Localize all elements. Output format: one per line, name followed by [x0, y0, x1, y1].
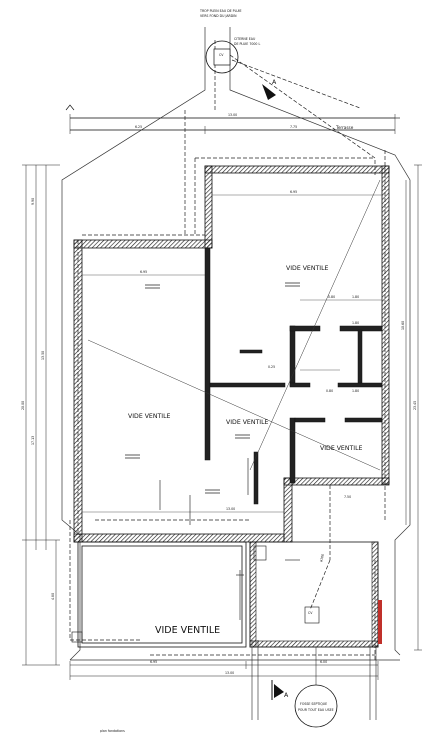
- north-arrow: [65, 104, 75, 111]
- walls-lower-thick: [249, 541, 379, 648]
- cistern-cv: CV: [219, 53, 224, 57]
- label-vide-ventile-center: VIDE VENTILE: [226, 419, 269, 426]
- dim-bottom-left: 6.95: [150, 660, 157, 664]
- dim-bottom-total: 13.00: [225, 671, 234, 675]
- dim-small-7: 0.25: [268, 365, 275, 369]
- section-marker-top: A: [272, 79, 277, 86]
- dim-left-upper: 9.90: [31, 198, 35, 205]
- pipe-label: ø100: [319, 553, 325, 562]
- septic-tank: [294, 647, 338, 728]
- north-note-2: VERS FOND DU JARDIN: [200, 14, 237, 18]
- roof-label: Terrasse: [335, 125, 354, 130]
- section-arrow-bottom: [274, 684, 284, 698]
- fixtures: [71, 458, 320, 643]
- section-diagonals: [87, 179, 381, 471]
- dim-small-3: 1.80: [352, 389, 359, 393]
- top-dimension-lines: [69, 114, 396, 134]
- dim-left-bottom: 4.80: [51, 593, 55, 600]
- drainage-lines: [69, 40, 386, 660]
- flow-arrows: [125, 282, 300, 494]
- dim-inner-top: 6.95: [290, 190, 297, 194]
- label-vide-ventile-left: VIDE VENTILE: [128, 413, 171, 420]
- dim-left-main: 17.13: [31, 436, 35, 445]
- bottom-dimension-lines: [69, 661, 379, 680]
- label-vide-ventile-top-right: VIDE VENTILE: [286, 265, 329, 272]
- dim-small-1: 1.80: [352, 295, 359, 299]
- cistern: [205, 40, 239, 74]
- walls-interior: [204, 247, 383, 505]
- dim-right-total: 23.45: [413, 401, 417, 410]
- right-dimension-lines: [405, 164, 422, 651]
- red-wall-segment: [378, 600, 382, 644]
- section-arrow-top: [262, 84, 276, 100]
- fixture-cv-lower: CV: [308, 611, 313, 615]
- walls-upper: [73, 165, 390, 543]
- interior-dimension-lines: [82, 194, 382, 513]
- fosse-line1: FOSSE SEPTIQUE: [300, 702, 327, 706]
- dim-sub-left: 6.25: [135, 125, 142, 129]
- dim-small-4: 0.80: [326, 389, 333, 393]
- dim-small-6: 7.50: [344, 495, 351, 499]
- dim-overall-top: 13.00: [228, 113, 237, 117]
- label-vide-ventile-right: VIDE VENTILE: [320, 445, 363, 452]
- north-note-1: TROP PLEIN EAU DE PLUIE: [199, 9, 242, 13]
- dim-small-0: 0.80: [328, 295, 335, 299]
- dim-inner-left: 6.95: [140, 270, 147, 274]
- left-dimension-lines: [22, 164, 60, 666]
- dim-left-mid: 13.50: [41, 351, 45, 360]
- cistern-note-1: CITERNE EAU: [234, 37, 256, 41]
- dim-small-5: 13.00: [226, 507, 235, 511]
- fosse-line2: POUR TOUT EAU USEE: [298, 708, 334, 712]
- bottom-vertical-lines: [251, 640, 377, 720]
- dim-sub-right: 7.75: [290, 125, 297, 129]
- label-vide-ventile-bottom: VIDE VENTILE: [155, 625, 220, 636]
- section-marker-bottom: A: [284, 692, 289, 699]
- dim-bottom-right: 6.00: [320, 660, 327, 664]
- walls-lower: [77, 541, 379, 648]
- dim-right-mid: 10.60: [401, 321, 405, 330]
- cistern-note-2: DE PLUIE 7000 L: [234, 42, 260, 46]
- footer-note: plan fondations: [100, 729, 125, 733]
- dim-left-total: 20.00: [21, 401, 25, 410]
- dim-small-2: 1.80: [352, 321, 359, 325]
